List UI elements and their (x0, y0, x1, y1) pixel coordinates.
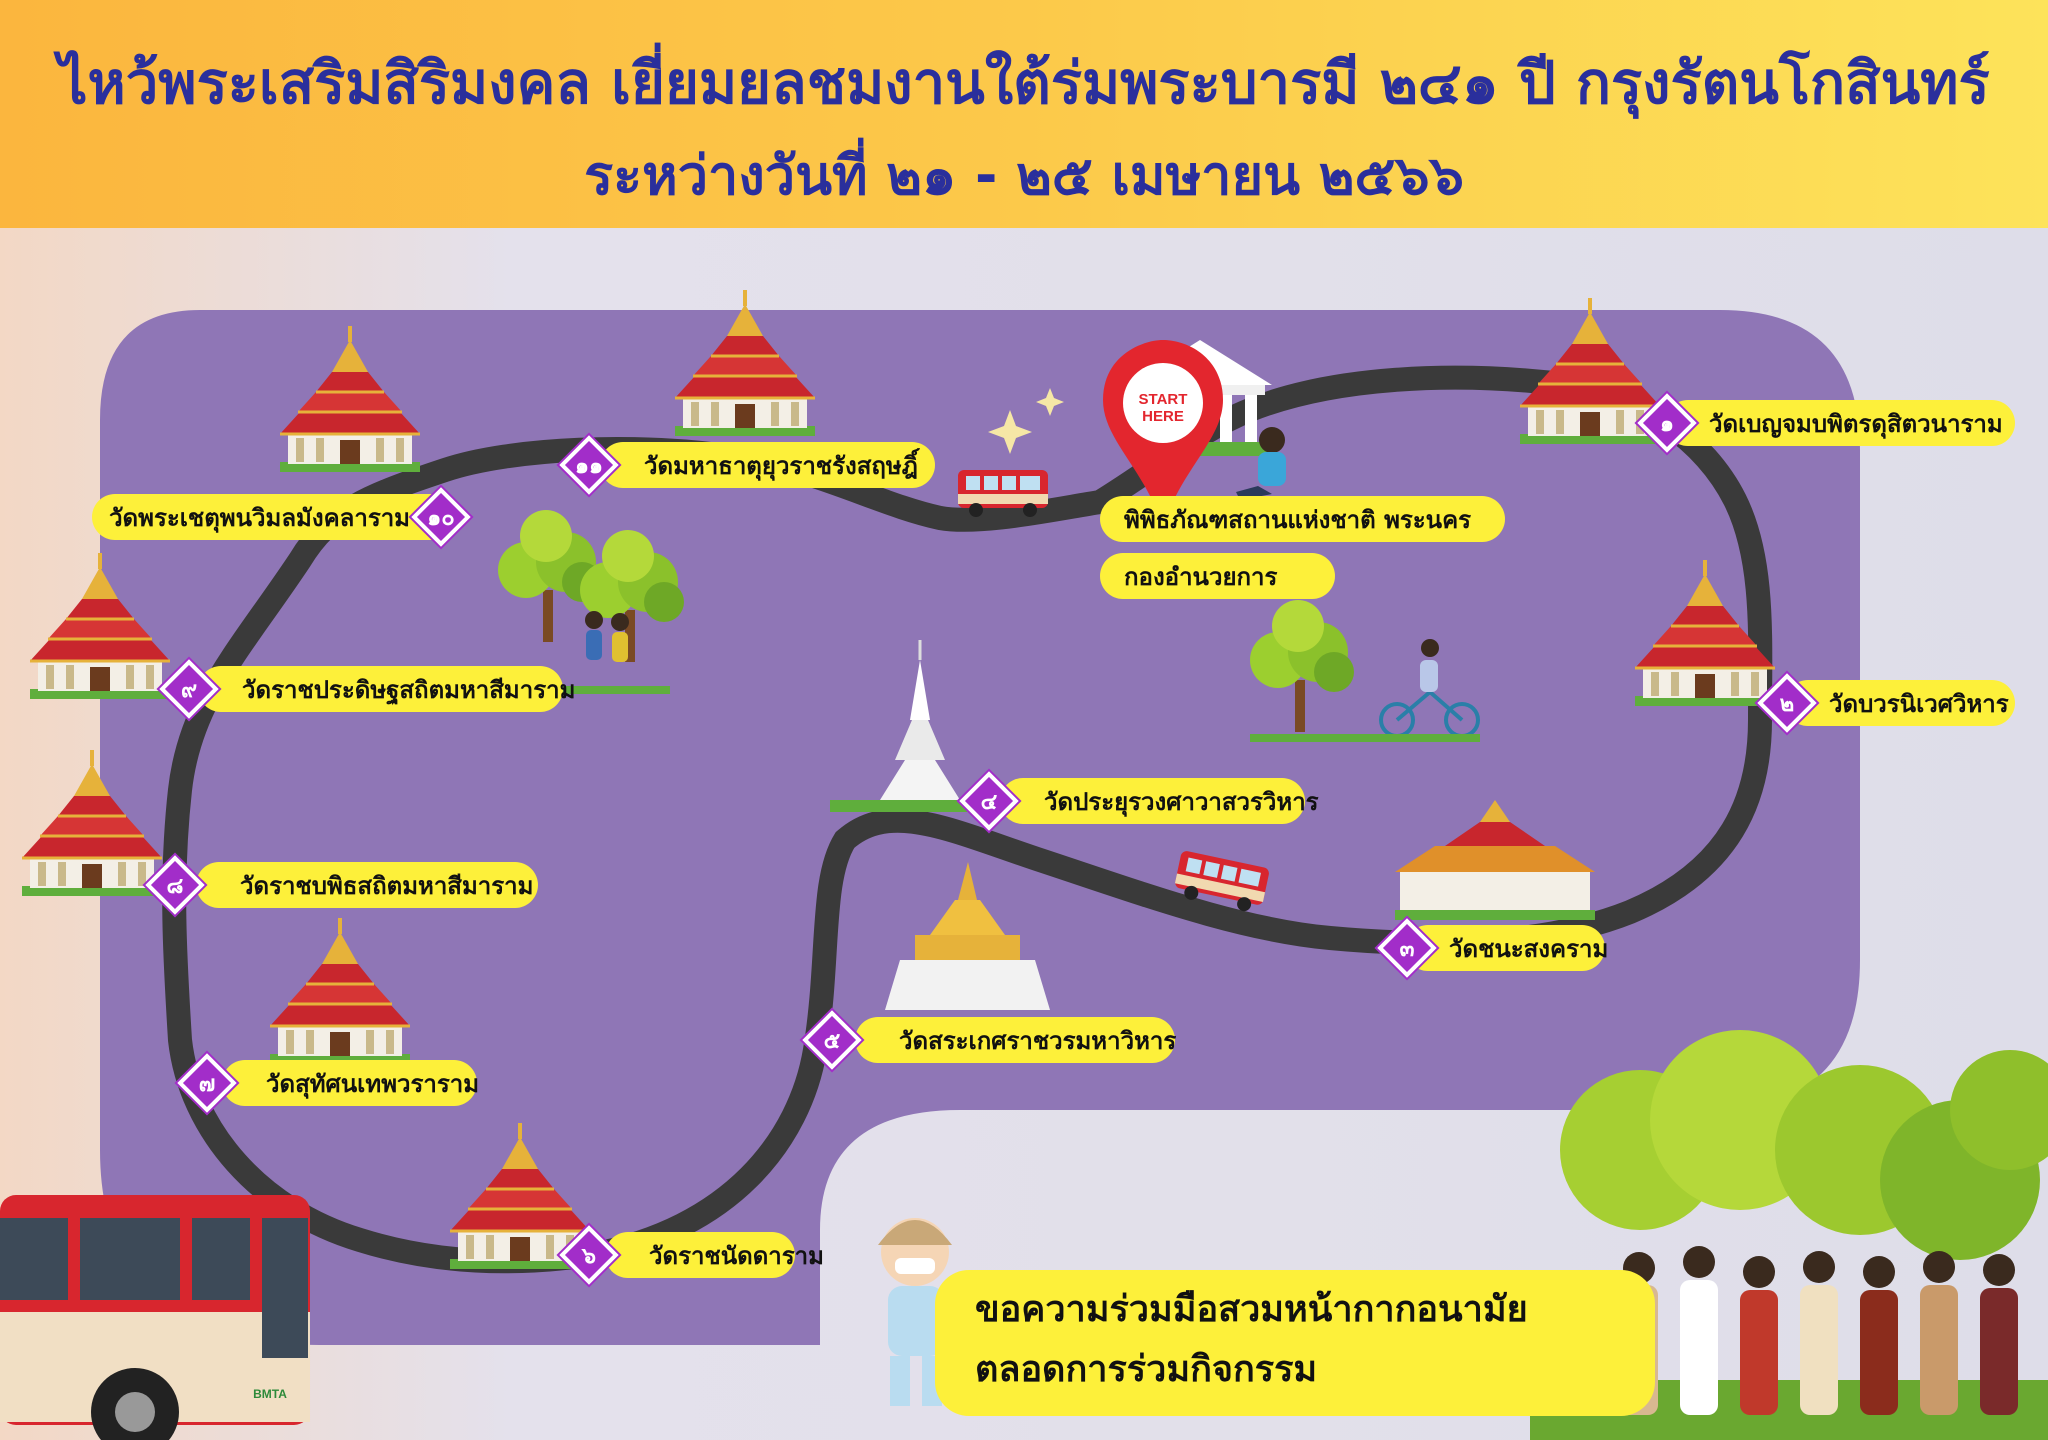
mask-reminder-banner: ขอความร่วมมือสวมหน้ากากอนามัย ตลอดการร่ว… (935, 1270, 1655, 1416)
start-marker-icon: START HERE (1103, 340, 1223, 528)
child-illustration (878, 1218, 952, 1406)
stop-4-label: วัดประยุรวงศาวาสวรวิหาร (1000, 778, 1319, 824)
stop-6-label: วัดราชนัดดาราม (605, 1232, 824, 1278)
stop-9-label: วัดราชประดิษฐสถิตมหาสีมาราม (198, 666, 575, 712)
start-marker-text-2: HERE (1142, 408, 1184, 425)
walking-people-illustration (560, 611, 670, 694)
sparkle-icon (988, 388, 1064, 454)
bus-illustration: BMTA (0, 1195, 310, 1440)
stop-8-badge: ๘ (145, 855, 205, 915)
stop-8-label: วัดราชบพิธสถิตมหาสีมาราม (196, 862, 538, 908)
cyclist-illustration (1250, 639, 1480, 742)
start-marker-text-1: START (1139, 391, 1188, 408)
temple-4-illustration (830, 640, 970, 812)
stop-5-badge: ๕ (802, 1010, 862, 1070)
start-place-label: พิพิธภัณฑสถานแห่งชาติ พระนคร (1100, 496, 1505, 542)
stop-10-badge: ๑๐ (411, 487, 471, 547)
temple-5-illustration (885, 862, 1050, 1010)
stop-7-label: วัดสุทัศนเทพวราราม (222, 1060, 479, 1106)
temple-3-illustration (1395, 800, 1595, 920)
crowd-illustration (1530, 1030, 2048, 1440)
stop-11-badge: ๑๑ (559, 435, 619, 495)
start-sub-place-label: กองอำนวยการ (1100, 553, 1335, 599)
mask-reminder-line-1: ขอความร่วมมือสวมหน้ากากอนามัย (975, 1289, 1528, 1330)
title-line-1: ไหว้พระเสริมสิริมงคล เยี่ยมยลชมงานใต้ร่ม… (58, 49, 1990, 117)
stop-9-badge: ๙ (159, 659, 219, 719)
stop-10-label: วัดพระเชตุพนวิมลมังคลาราม (92, 494, 454, 540)
header-banner: ไหว้พระเสริมสิริมงคล เยี่ยมยลชมงานใต้ร่ม… (0, 0, 2048, 228)
stop-7-badge: ๗ (177, 1053, 237, 1113)
bmta-logo: BMTA (253, 1387, 287, 1401)
mask-reminder-line-2: ตลอดการร่วมกิจกรรม (975, 1349, 1318, 1390)
stop-11-label: วัดมหาธาตุยุวราชรังสฤษฎิ์ (600, 442, 935, 488)
stop-1-badge: ๑ (1637, 393, 1697, 453)
stop-2-badge: ๒ (1757, 673, 1817, 733)
title-line-2: ระหว่างวันที่ ๒๑ - ๒๕ เมษายน ๒๕๖๖ (584, 144, 1464, 207)
stop-3-badge: ๓ (1377, 918, 1437, 978)
stop-6-badge: ๖ (559, 1225, 619, 1285)
stop-2-label: วัดบวรนิเวศวิหาร (1785, 680, 2015, 726)
stop-4-badge: ๔ (959, 771, 1019, 831)
stop-1-label: วัดเบญจมบพิตรดุสิตวนาราม (1665, 400, 2015, 446)
stop-3-label: วัดชนะสงคราม (1405, 925, 1608, 971)
stop-5-label: วัดสระเกศราชวรมหาวิหาร (855, 1017, 1176, 1063)
